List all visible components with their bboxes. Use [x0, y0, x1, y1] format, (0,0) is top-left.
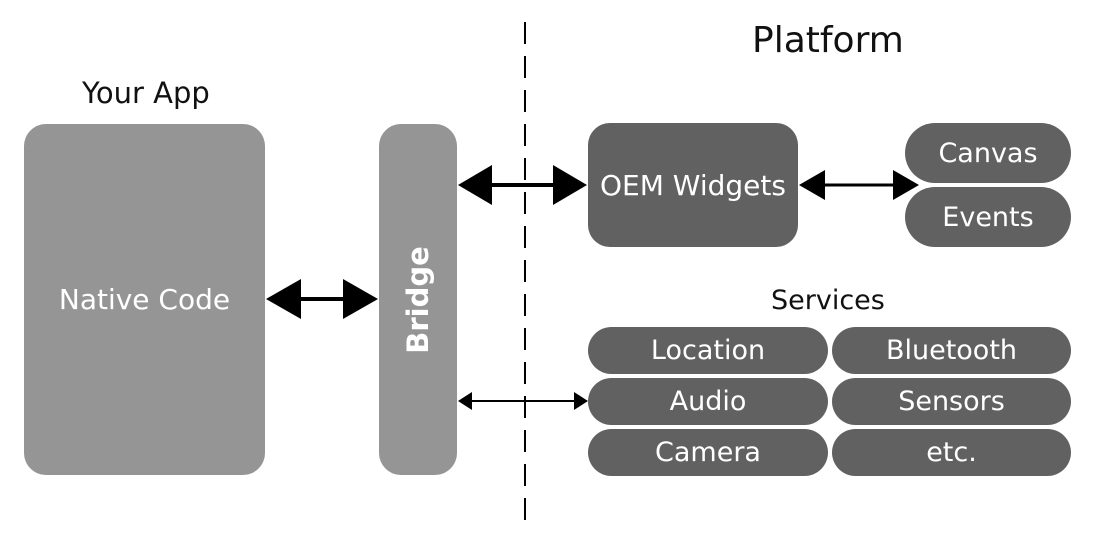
oem-widgets-box: OEM Widgets — [588, 123, 798, 247]
platform-heading: Platform — [752, 20, 904, 61]
service-label: Camera — [655, 437, 761, 468]
service-sensors: Sensors — [832, 378, 1071, 425]
bridge-services-arrow — [458, 392, 588, 410]
service-label: etc. — [926, 437, 977, 468]
service-location: Location — [588, 327, 828, 374]
oem-canvas-events-arrow — [799, 170, 919, 200]
bridge-box: Bridge — [379, 124, 457, 475]
oem-widgets-label: OEM Widgets — [600, 168, 786, 202]
service-label: Location — [650, 335, 766, 366]
service-etc: etc. — [832, 429, 1071, 476]
canvas-label: Canvas — [938, 137, 1038, 169]
your-app-heading: Your App — [82, 76, 210, 110]
native-code-label: Native Code — [58, 283, 231, 316]
native-bridge-arrow — [266, 279, 378, 319]
bridge-oem-arrow — [458, 165, 587, 205]
canvas-pill: Canvas — [905, 123, 1071, 183]
service-label: Audio — [669, 386, 747, 417]
service-label: Bluetooth — [885, 335, 1018, 366]
service-camera: Camera — [588, 429, 828, 476]
events-pill: Events — [905, 187, 1071, 247]
services-heading: Services — [771, 285, 885, 316]
service-bluetooth: Bluetooth — [832, 327, 1071, 374]
service-label: Sensors — [898, 386, 1005, 417]
service-audio: Audio — [588, 378, 828, 425]
native-code-box: Native Code — [24, 124, 265, 475]
events-label: Events — [942, 201, 1034, 233]
